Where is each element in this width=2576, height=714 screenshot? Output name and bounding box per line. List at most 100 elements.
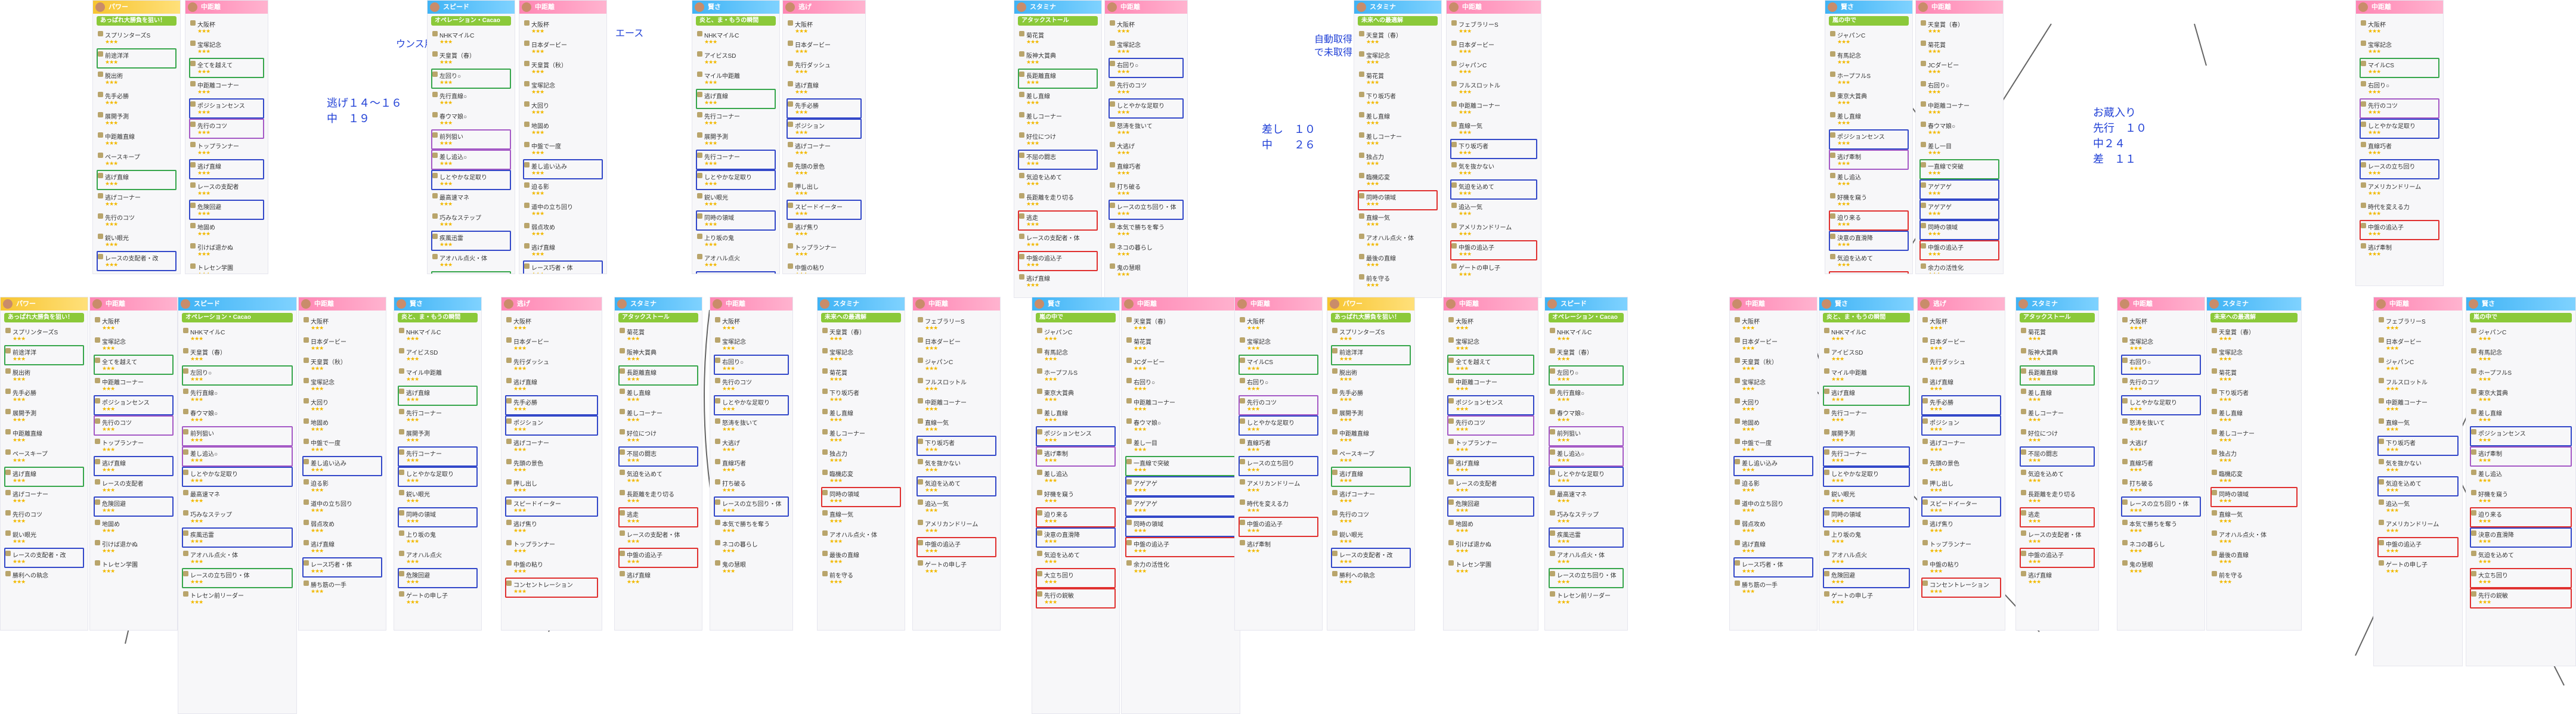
skill-row[interactable]: アメリカンドリーム★★★ xyxy=(1239,476,1318,496)
skill-row[interactable]: 好位につけ★★★ xyxy=(618,426,698,446)
skill-row[interactable]: 余力の活性化★★★ xyxy=(1125,557,1236,578)
skill-row[interactable]: 大逃げ★★★ xyxy=(2121,436,2201,456)
skill-row[interactable]: 下り坂巧者★★★ xyxy=(1450,139,1537,159)
skill-row[interactable]: 先行ダッシュ★★★ xyxy=(1921,355,2001,375)
skill-row[interactable]: トップランナー★★★ xyxy=(505,537,598,557)
skill-row[interactable]: 時代を変える力★★★ xyxy=(2360,200,2439,220)
skill-row[interactable]: 中距離コーナー★★★ xyxy=(1919,98,1999,119)
skill-row[interactable]: 地固め★★★ xyxy=(189,220,264,240)
skill-row[interactable]: 長距離直線★★★ xyxy=(1018,69,1098,89)
skill-row[interactable]: レースの支配者・体★★★ xyxy=(1018,231,1098,251)
skill-row[interactable]: 巧みなステップ★★★ xyxy=(182,507,293,527)
skill-row[interactable]: アメリカンドリーム★★★ xyxy=(917,517,996,537)
skill-row[interactable]: フルスロットル★★★ xyxy=(1450,78,1537,98)
skill-row[interactable]: 展開予測★★★ xyxy=(696,129,776,150)
skill-row[interactable]: アオハル点火★★★ xyxy=(1823,548,1910,568)
skill-row[interactable]: 先行ダッシュ★★★ xyxy=(505,355,598,375)
skill-row[interactable]: 差し追込○★★★ xyxy=(182,446,293,467)
skill-row[interactable]: 差し直線★★★ xyxy=(2210,406,2298,426)
skill-row[interactable]: 独占力★★★ xyxy=(1358,150,1438,170)
skill-row[interactable]: ネコの暮らし★★★ xyxy=(714,537,789,557)
skill-row[interactable]: 先行のコツ★★★ xyxy=(714,375,789,395)
skill-row[interactable]: 逃げ直線★★★ xyxy=(1921,375,2001,395)
skill-row[interactable]: 逃げ直線★★★ xyxy=(2020,568,2095,588)
skill-row[interactable]: 中距離直線★★★ xyxy=(4,426,84,446)
skill-row[interactable]: ペースキープ★★★ xyxy=(1331,446,1411,467)
skill-row[interactable]: ペースキープ★★★ xyxy=(4,446,84,467)
skill-row[interactable]: 長距離を走り切る★★★ xyxy=(1018,190,1098,210)
skill-row[interactable]: 宝塚記念★★★ xyxy=(714,334,789,355)
skill-row[interactable]: ゲートの申し子★★★ xyxy=(2377,557,2459,578)
skill-row[interactable]: 展開予測★★★ xyxy=(1331,406,1411,426)
skill-row[interactable]: 差しコーナー★★★ xyxy=(2020,406,2095,426)
skill-row[interactable]: 先行のコツ★★★ xyxy=(2360,98,2439,119)
skill-row[interactable]: 先手必勝★★★ xyxy=(1331,386,1411,406)
skill-row[interactable]: 逃げ牽制★★★ xyxy=(1829,150,1909,170)
skill-row[interactable]: 気迫を込めて★★★ xyxy=(1018,170,1098,190)
skill-row[interactable]: コンセントレーション★★★ xyxy=(1921,578,2001,598)
skill-row[interactable]: アゲアゲ★★★ xyxy=(1125,496,1236,517)
skill-row[interactable]: 臨機応変★★★ xyxy=(821,467,901,487)
skill-row[interactable]: 差し追込★★★ xyxy=(1036,467,1116,487)
skill-row[interactable]: 疾風迅雷★★★ xyxy=(431,231,511,251)
skill-row[interactable]: 中盤の追込子★★★ xyxy=(2360,220,2439,240)
skill-row[interactable]: 押し出し★★★ xyxy=(787,179,862,200)
skill-row[interactable]: 大阪杯★★★ xyxy=(189,17,264,38)
skill-row[interactable]: 迫る影★★★ xyxy=(1733,476,1813,496)
skill-row[interactable]: 巧みなステップ★★★ xyxy=(431,210,511,231)
skill-row[interactable]: 好位につけ★★★ xyxy=(2020,426,2095,446)
skill-row[interactable]: 差し追い込み★★★ xyxy=(302,456,382,476)
skill-row[interactable]: アオハル点火★★★ xyxy=(398,548,478,568)
skill-row[interactable]: 逃げコーナー★★★ xyxy=(1921,436,2001,456)
skill-row[interactable]: スピードイーター★★★ xyxy=(505,496,598,517)
skill-row[interactable]: 逃げコーナー★★★ xyxy=(505,436,598,456)
skill-row[interactable]: 菊花賞★★★ xyxy=(1018,28,1098,48)
skill-row[interactable]: 大回り★★★ xyxy=(1733,395,1813,415)
skill-row[interactable]: 宝塚記念★★★ xyxy=(1358,48,1438,69)
skill-row[interactable]: 気を抜かない★★★ xyxy=(917,456,996,476)
skill-row[interactable]: 勝利への執念★★★ xyxy=(1331,568,1411,588)
skill-row[interactable]: 決意の直滑降★★★ xyxy=(1036,527,1116,548)
skill-row[interactable]: 直線一気★★★ xyxy=(917,415,996,436)
skill-row[interactable]: 最高速マネ★★★ xyxy=(1549,487,1624,507)
skill-row[interactable]: 逃走★★★ xyxy=(618,507,698,527)
skill-row[interactable]: マイルCS★★★ xyxy=(1239,355,1318,375)
skill-row[interactable]: ホープフルS★★★ xyxy=(1829,69,1909,89)
skill-row[interactable]: 独占力★★★ xyxy=(2210,446,2298,467)
skill-row[interactable]: フルスロットル★★★ xyxy=(917,375,996,395)
skill-row[interactable]: スプリンターズS★★★ xyxy=(4,325,84,345)
skill-row[interactable]: 春ウマ娘○★★★ xyxy=(1549,406,1624,426)
skill-row[interactable]: トレセン学園★★★ xyxy=(189,260,264,274)
skill-row[interactable]: アイビスSD★★★ xyxy=(1823,345,1910,365)
skill-row[interactable]: 迫り来る★★★ xyxy=(1829,210,1909,231)
skill-row[interactable]: しとやかな足取り★★★ xyxy=(1549,467,1624,487)
skill-row[interactable]: フルスロットル★★★ xyxy=(2377,375,2459,395)
skill-row[interactable]: 中距離コーナー★★★ xyxy=(1447,375,1534,395)
skill-row[interactable]: NHKマイルC★★★ xyxy=(398,325,478,345)
skill-row[interactable]: トップランナー★★★ xyxy=(189,139,264,159)
skill-row[interactable]: 東京大賞典★★★ xyxy=(1829,89,1909,109)
skill-row[interactable]: 気迫を込めて★★★ xyxy=(2020,467,2095,487)
skill-row[interactable]: 気迫を込めて★★★ xyxy=(1036,548,1116,568)
skill-row[interactable]: 押し出し★★★ xyxy=(505,476,598,496)
skill-row[interactable]: 好機を窺う★★★ xyxy=(1036,487,1116,507)
skill-row[interactable]: 宝塚記念★★★ xyxy=(94,334,174,355)
skill-row[interactable]: 大阪杯★★★ xyxy=(523,17,603,38)
skill-row[interactable]: 勝ち筋の一手★★★ xyxy=(1733,578,1813,598)
skill-row[interactable]: 先行コーナー★★★ xyxy=(398,446,478,467)
skill-row[interactable]: 道中の立ち回り★★★ xyxy=(523,200,603,220)
skill-row[interactable]: 鋭い眼光★★★ xyxy=(696,190,776,210)
skill-row[interactable]: 決意の直滑降★★★ xyxy=(2470,527,2572,548)
skill-row[interactable]: 大立ち回り★★★ xyxy=(2470,568,2572,588)
skill-row[interactable]: 不屈の闘志★★★ xyxy=(2020,446,2095,467)
skill-row[interactable]: 疾風迅雷★★★ xyxy=(182,527,293,548)
skill-row[interactable]: 不屈の闘志★★★ xyxy=(618,446,698,467)
skill-row[interactable]: 日本ダービー★★★ xyxy=(1921,334,2001,355)
skill-row[interactable]: 弱点攻め★★★ xyxy=(523,220,603,240)
skill-row[interactable]: 打ち破る★★★ xyxy=(1109,179,1184,200)
skill-row[interactable]: 先行ダッシュ★★★ xyxy=(787,58,862,78)
skill-row[interactable]: 危険回避★★★ xyxy=(94,496,174,517)
skill-row[interactable]: 展開予測★★★ xyxy=(1823,426,1910,446)
skill-row[interactable]: 先行のコツ★★★ xyxy=(2121,375,2201,395)
skill-row[interactable]: スプリンターズS★★★ xyxy=(1331,325,1411,345)
